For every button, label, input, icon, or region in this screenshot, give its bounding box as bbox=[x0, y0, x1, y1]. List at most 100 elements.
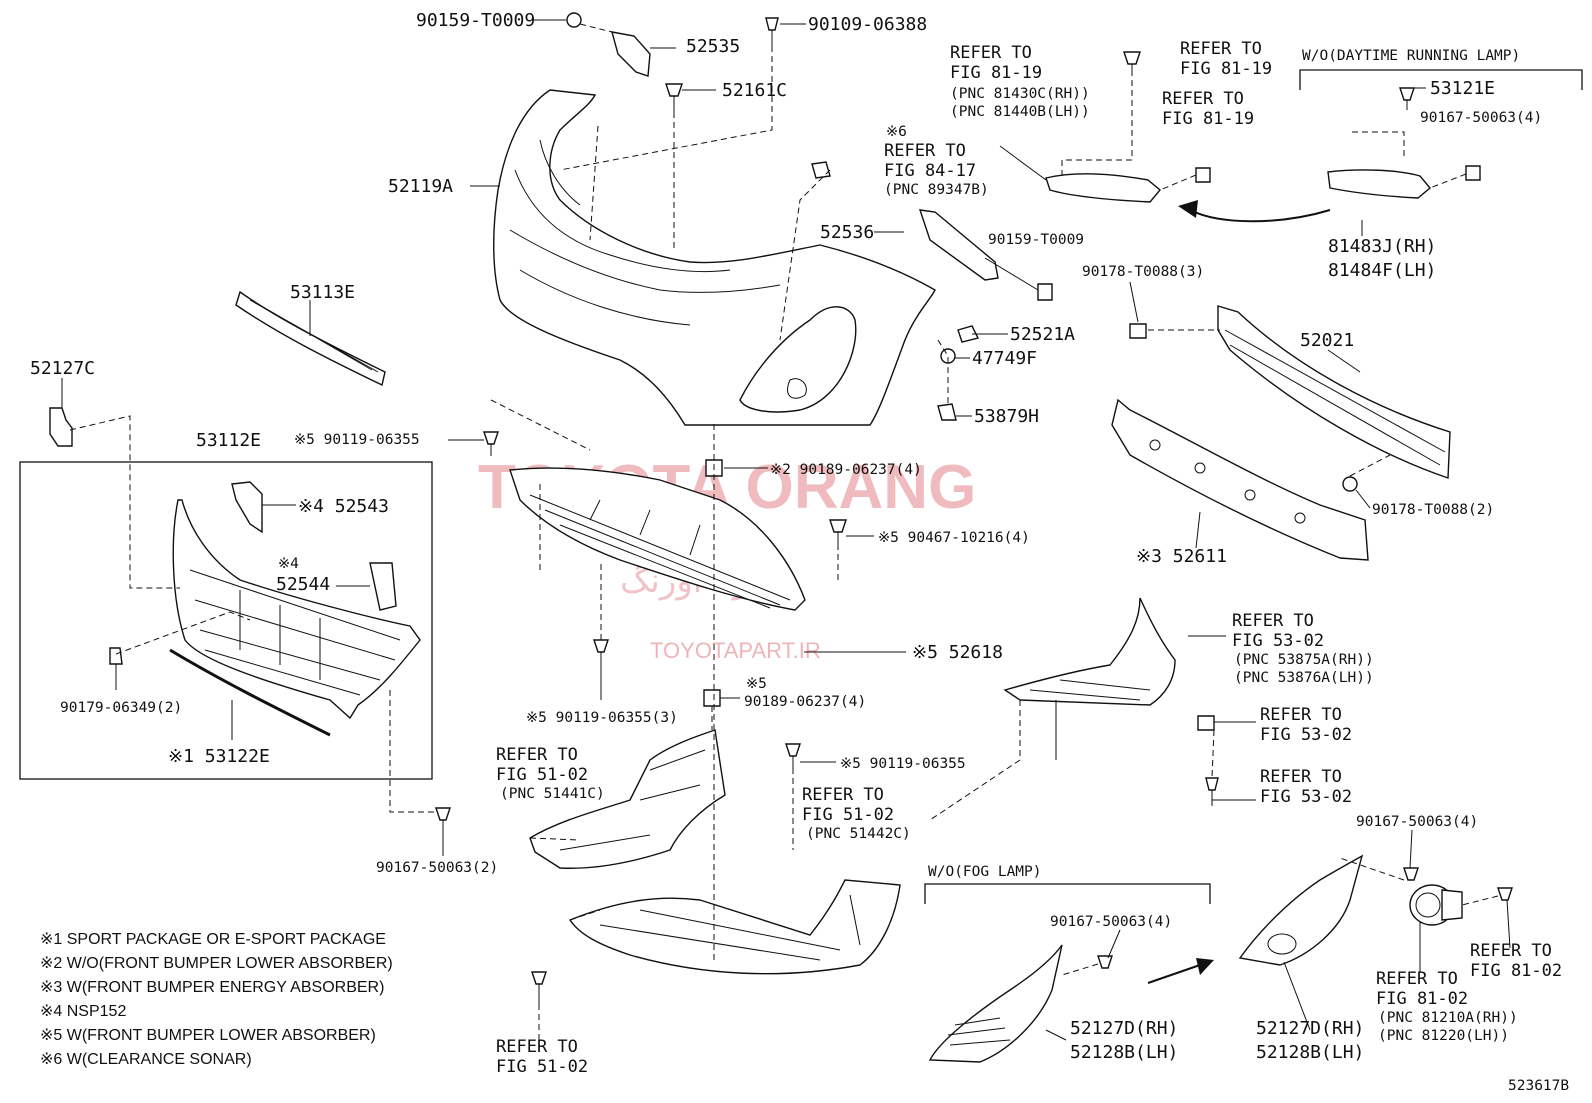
label-81483j[interactable]: 81483J(RH) bbox=[1328, 236, 1436, 257]
label-52127c[interactable]: 52127C bbox=[30, 358, 95, 379]
label-90119-06355-b[interactable]: ※5 90119-06355(3) bbox=[526, 710, 678, 726]
label-53122e[interactable]: ※1 53122E bbox=[168, 746, 270, 767]
label-53121e[interactable]: 53121E bbox=[1430, 78, 1495, 99]
fender-liner-bracket-53875a[interactable] bbox=[1003, 597, 1176, 706]
bumper-reinforcement-52021[interactable] bbox=[1217, 305, 1451, 479]
label-90178-t0088-2[interactable]: 90178-T0088(2) bbox=[1372, 502, 1494, 518]
label-52128b-b[interactable]: 52128B(LH) bbox=[1256, 1042, 1364, 1063]
bracket-52127c[interactable] bbox=[49, 407, 73, 447]
refer-81-19-bolt[interactable]: REFER TO FIG 81-19 bbox=[1162, 89, 1254, 129]
refer-81-02-bolt[interactable]: REFER TO FIG 81-02 bbox=[1470, 941, 1562, 981]
refer-81-02-foglamp[interactable]: REFER TO FIG 81-02 (PNC 81210A(RH)) (PNC… bbox=[1376, 969, 1518, 1044]
leader-lines bbox=[61, 19, 1511, 1041]
clip-90179[interactable] bbox=[109, 647, 123, 665]
refer-51-02-cover-b[interactable]: REFER TO FIG 51-02 (PNC 51442C) bbox=[802, 785, 911, 842]
ref-text: ※6 bbox=[886, 124, 907, 140]
ref-text: (PNC 81220(LH)) bbox=[1378, 1028, 1509, 1044]
label-52544[interactable]: 52544 bbox=[276, 574, 330, 595]
label-90167-50063-2[interactable]: 90167-50063(2) bbox=[376, 860, 498, 876]
refer-53-02-screw[interactable]: REFER TO FIG 53-02 bbox=[1260, 767, 1352, 807]
molding-53122e[interactable] bbox=[169, 648, 331, 737]
refer-81-19-screw[interactable]: REFER TO FIG 81-19 bbox=[1180, 39, 1272, 79]
label-52611[interactable]: ※3 52611 bbox=[1136, 546, 1227, 567]
label-90159-t0009-top[interactable]: 90159-T0009 bbox=[416, 10, 535, 31]
label-90189-06237-b-note: ※5 bbox=[746, 676, 767, 692]
refer-84-17-sonar[interactable]: ※6 REFER TO FIG 84-17 (PNC 89347B) bbox=[884, 124, 989, 198]
label-52128b-a[interactable]: 52128B(LH) bbox=[1070, 1042, 1178, 1063]
label-90178-t0088-3[interactable]: 90178-T0088(3) bbox=[1082, 264, 1204, 280]
drl-cover-81483j[interactable] bbox=[1327, 169, 1431, 199]
cover-52544[interactable] bbox=[369, 562, 397, 611]
bracket-52543[interactable] bbox=[231, 481, 263, 534]
ref-text: REFER TO bbox=[496, 1037, 578, 1057]
ref-text: (PNC 81430C(RH)) bbox=[950, 86, 1090, 102]
refer-81-19-drl[interactable]: REFER TO FIG 81-19 (PNC 81430C(RH)) (PNC… bbox=[950, 43, 1090, 120]
fog-lamp[interactable] bbox=[1409, 884, 1463, 926]
refer-53-02-clip[interactable]: REFER TO FIG 53-02 bbox=[1260, 705, 1352, 745]
label-52618[interactable]: ※5 52618 bbox=[912, 642, 1003, 663]
label-52127d-b[interactable]: 52127D(RH) bbox=[1256, 1018, 1364, 1039]
engine-under-cover-51442c[interactable] bbox=[568, 879, 901, 975]
label-53112e[interactable]: 53112E bbox=[196, 430, 261, 451]
arrow-head-curved bbox=[1178, 200, 1198, 218]
fog-cover-52127d-right[interactable] bbox=[1238, 854, 1364, 966]
lower-grille-53112e[interactable] bbox=[172, 499, 421, 720]
arrow-straight bbox=[1147, 964, 1201, 984]
footnote-2: ※2 W/O(FRONT BUMPER LOWER ABSORBER) bbox=[40, 955, 393, 972]
label-52521a[interactable]: 52521A bbox=[1010, 324, 1075, 345]
ref-text: (PNC 81440B(LH)) bbox=[950, 104, 1090, 120]
grille-assembly-box bbox=[19, 461, 433, 780]
ref-text: REFER TO bbox=[1162, 89, 1244, 109]
label-90109-06388[interactable]: 90109-06388 bbox=[808, 14, 927, 35]
ref-text: FIG 53-02 bbox=[1232, 631, 1324, 651]
refer-51-02-cover-a[interactable]: REFER TO FIG 51-02 (PNC 51441C) bbox=[496, 745, 605, 802]
bracket-52535[interactable] bbox=[611, 31, 651, 77]
label-52127d-a[interactable]: 52127D(RH) bbox=[1070, 1018, 1178, 1039]
label-81484f[interactable]: 81484F(LH) bbox=[1328, 260, 1436, 281]
label-52535[interactable]: 52535 bbox=[686, 36, 740, 57]
ref-text: REFER TO bbox=[1180, 39, 1262, 59]
label-90189-06237-a[interactable]: ※2 90189-06237(4) bbox=[770, 462, 922, 478]
label-90167-50063-drl[interactable]: 90167-50063(4) bbox=[1420, 110, 1542, 126]
energy-absorber-52611[interactable] bbox=[1111, 398, 1369, 561]
label-90467-10216[interactable]: ※5 90467-10216(4) bbox=[878, 530, 1030, 546]
label-52021[interactable]: 52021 bbox=[1300, 330, 1354, 351]
engine-under-cover-51441c[interactable] bbox=[529, 729, 726, 869]
dashed-lines bbox=[69, 23, 1499, 1040]
label-90119-06355-c[interactable]: ※5 90119-06355 bbox=[840, 756, 966, 772]
label-90179-06349[interactable]: 90179-06349(2) bbox=[60, 700, 182, 716]
fog-cover-52127d-left[interactable] bbox=[928, 944, 1063, 1063]
bumper-cover-52119a[interactable] bbox=[493, 89, 936, 426]
label-90167-50063-fog2[interactable]: 90167-50063(4) bbox=[1050, 914, 1172, 930]
label-90159-t0009-mid[interactable]: 90159-T0009 bbox=[988, 232, 1084, 248]
label-90167-50063-fog[interactable]: 90167-50063(4) bbox=[1356, 814, 1478, 830]
ref-text: REFER TO bbox=[802, 785, 884, 805]
label-90189-06237-b[interactable]: 90189-06237(4) bbox=[744, 694, 866, 710]
footnotes: ※1 SPORT PACKAGE OR E-SPORT PACKAGE ※2 W… bbox=[40, 931, 393, 1068]
label-47749f[interactable]: 47749F bbox=[972, 348, 1037, 369]
label-52161c[interactable]: 52161C bbox=[722, 80, 787, 101]
label-90119-06355-a[interactable]: ※5 90119-06355 bbox=[294, 432, 420, 448]
footnote-5: ※5 W(FRONT BUMPER LOWER ABSORBER) bbox=[40, 1027, 376, 1044]
ref-text: REFER TO bbox=[950, 43, 1032, 63]
ref-text: FIG 81-19 bbox=[950, 63, 1042, 83]
refer-51-02-screw[interactable]: REFER TO FIG 51-02 bbox=[496, 1037, 588, 1077]
bracket-52536[interactable] bbox=[918, 209, 999, 281]
label-53879h[interactable]: 53879H bbox=[974, 406, 1039, 427]
ref-text: FIG 53-02 bbox=[1260, 787, 1352, 807]
label-53113e[interactable]: 53113E bbox=[290, 282, 355, 303]
label-52119a[interactable]: 52119A bbox=[388, 176, 453, 197]
refer-53-02-liner[interactable]: REFER TO FIG 53-02 (PNC 53875A(RH)) (PNC… bbox=[1232, 611, 1374, 686]
fastener-icons bbox=[435, 12, 1513, 1004]
lower-absorber-52618[interactable] bbox=[509, 467, 806, 611]
ref-text: FIG 84-17 bbox=[884, 161, 976, 181]
fog-group-bracket bbox=[924, 883, 1211, 904]
arrow-head-straight bbox=[1196, 958, 1214, 975]
drl-lamp-81430c[interactable] bbox=[1045, 173, 1161, 203]
label-52543[interactable]: ※4 52543 bbox=[298, 496, 389, 517]
label-52536[interactable]: 52536 bbox=[820, 222, 874, 243]
ref-text: REFER TO bbox=[1470, 941, 1552, 961]
group-title-fog: W/O(FOG LAMP) bbox=[928, 864, 1042, 880]
ref-text: FIG 81-02 bbox=[1376, 989, 1468, 1009]
upper-grille-53113e[interactable] bbox=[235, 290, 386, 387]
